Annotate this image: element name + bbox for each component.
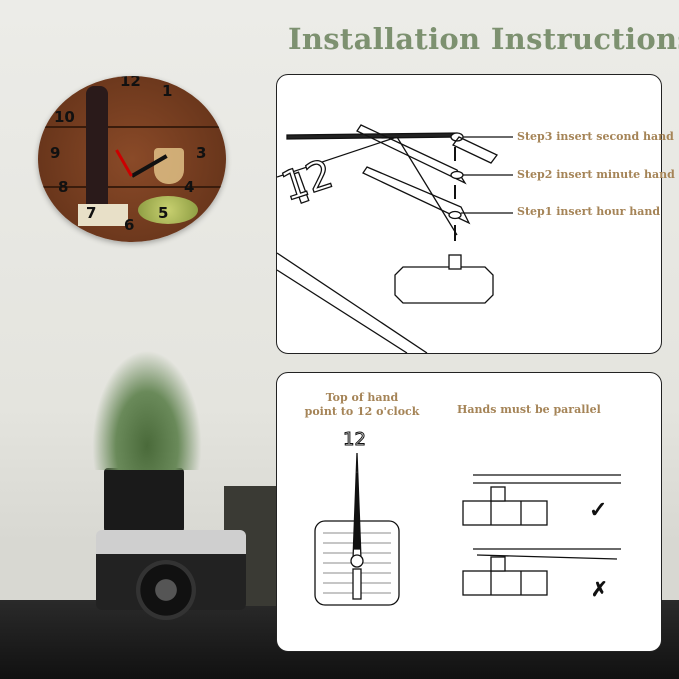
clock-numeral: 7 (86, 204, 97, 222)
caption-line: Top of hand (325, 391, 399, 404)
plant-pot (104, 468, 184, 538)
alignment-diagram: 12 (314, 429, 621, 606)
exploded-hands-diagram: 12 (277, 124, 513, 353)
clock-numeral: 10 (54, 108, 75, 126)
wine-glass (154, 148, 184, 184)
wine-bottle (86, 86, 108, 226)
clock-numeral: 6 (124, 216, 135, 234)
wall-clock: 12 1 10 3 9 4 8 7 6 5 (38, 76, 226, 242)
cheese (78, 204, 128, 226)
parallel-caption: Hands must be parallel (457, 403, 601, 416)
clock-numeral: 5 (158, 204, 169, 222)
wrong-x-icon: ✗ (591, 577, 608, 601)
grapes (138, 196, 198, 224)
caption-line: point to 12 o'clock (304, 405, 420, 418)
dial-numeral: 12 (343, 429, 366, 450)
clock-numeral: 8 (58, 178, 69, 196)
clock-numeral: 4 (184, 178, 195, 196)
hand-alignment-panel: Top of hand point to 12 o'clock Hands mu… (276, 372, 662, 652)
step2-label: Step2 insert minute hand (517, 168, 675, 181)
clock-numeral: 3 (196, 144, 207, 162)
clock-numeral: 1 (162, 82, 173, 100)
step3-label: Step3 insert second hand (517, 130, 674, 143)
step1-label: Step1 insert hour hand (517, 205, 661, 218)
clock-numeral: 12 (120, 76, 141, 90)
correct-check-icon: ✓ (589, 497, 608, 523)
camera-lens (136, 560, 196, 620)
top-of-hand-caption: Top of hand point to 12 o'clock (297, 391, 427, 419)
hand-installation-panel: 12 Step3 insert second hand Step2 insert… (276, 74, 675, 354)
clock-numeral: 9 (50, 144, 61, 162)
plant-leaves (92, 350, 202, 470)
page-title: Installation Instructions (288, 22, 679, 56)
